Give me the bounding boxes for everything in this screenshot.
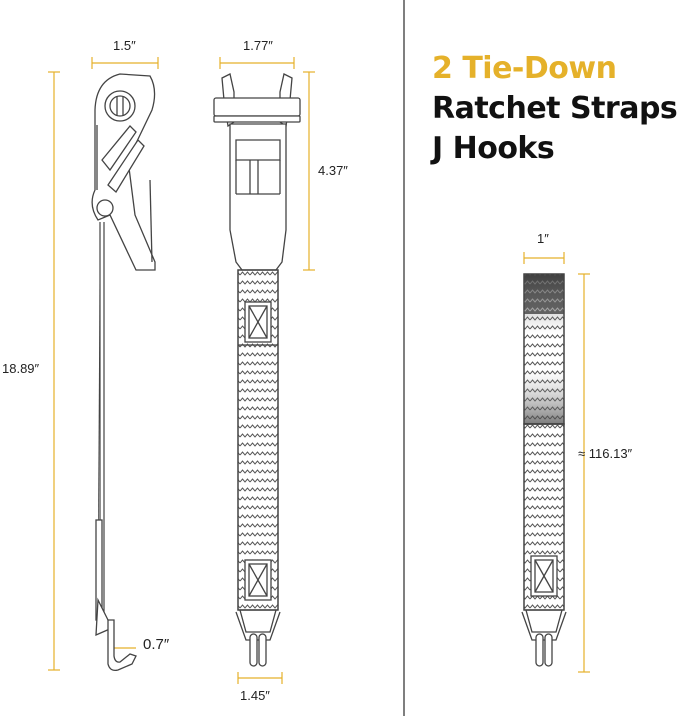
dim-base-width: 1.45″ xyxy=(240,688,270,703)
long-strap xyxy=(521,273,567,667)
dim-strap-length: ≈ 116.13″ xyxy=(578,446,633,461)
ratchet-side-view xyxy=(91,73,156,672)
dim-strap-width: 1″ xyxy=(537,231,549,246)
title-line-1: 2 Tie-Down xyxy=(432,51,617,86)
dim-side-width: 1.5″ xyxy=(113,38,136,53)
dimension-lines xyxy=(48,57,590,684)
dim-total-length: 18.89″ xyxy=(2,361,40,376)
dim-buckle-height: 4.37″ xyxy=(318,163,348,178)
ratchet-front-view xyxy=(213,73,301,667)
dim-front-width: 1.77″ xyxy=(243,38,273,53)
dim-hook-width: 0.7″ xyxy=(143,636,170,653)
title-line-2: Ratchet Straps xyxy=(432,91,678,126)
title-line-3: J Hooks xyxy=(432,131,555,166)
